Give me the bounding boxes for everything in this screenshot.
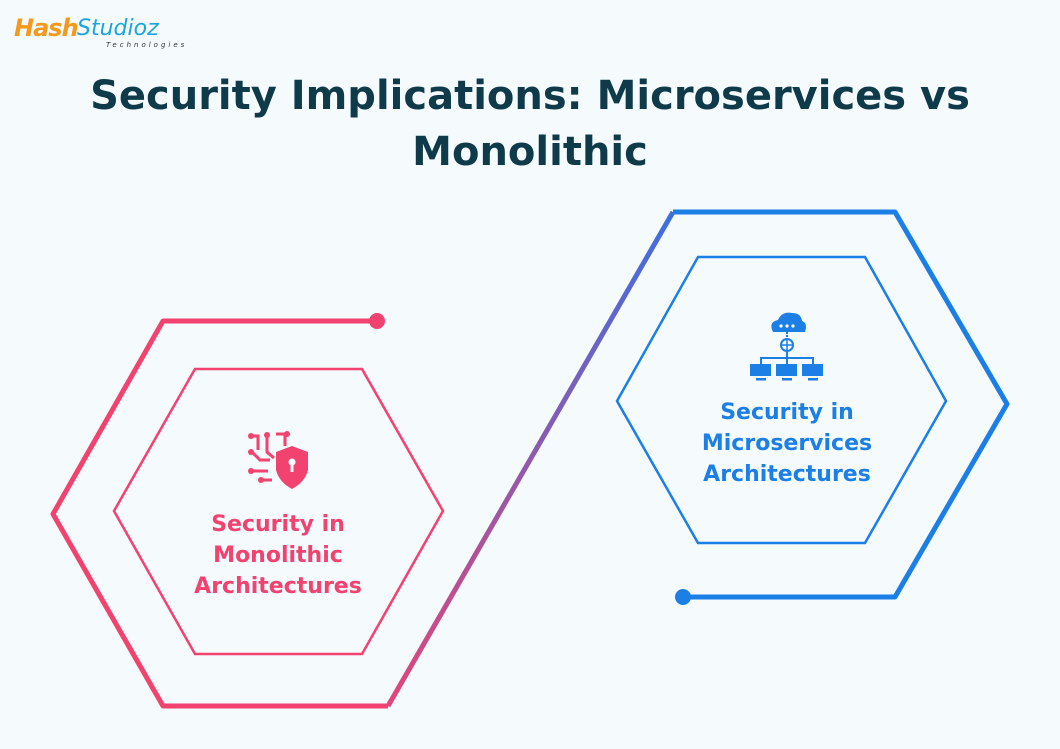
logo: Hash Studioz Technologies	[14, 14, 184, 50]
logo-studioz: Studioz	[77, 16, 159, 41]
endpoint-dot-pink	[369, 313, 385, 329]
connector-blue	[673, 209, 1010, 600]
node-label-microservices: Security in Microservices Architectures	[701, 400, 873, 487]
inner-hexagon-monolithic	[112, 367, 445, 656]
node-label-monolithic: Security in Monolithic Architectures	[194, 512, 362, 599]
inner-hexagon-microservices	[615, 255, 948, 545]
shield-circuit-icon	[248, 431, 308, 489]
endpoint-dot-blue	[675, 589, 691, 605]
page-title: Security Implications: Microservices vs …	[90, 73, 970, 175]
connector-pink	[50, 318, 388, 709]
logo-hash: Hash	[14, 14, 79, 42]
connector-diagonal	[385, 210, 676, 708]
logo-tagline: Technologies	[106, 41, 188, 49]
cloud-network-icon	[750, 312, 823, 381]
